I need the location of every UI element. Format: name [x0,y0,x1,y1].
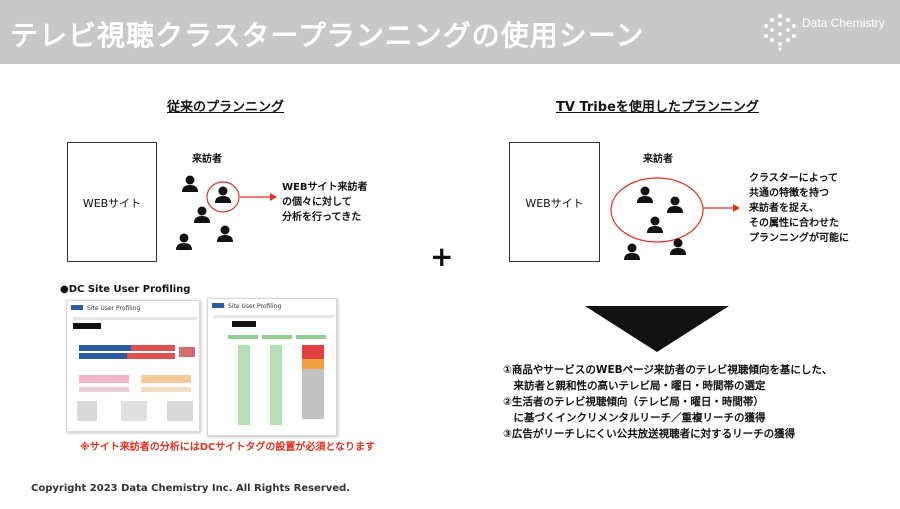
plus-sign: + [430,240,454,273]
right-note-line: クラスターによって [749,173,838,184]
page-title: テレビ視聴クラスタープランニングの使用シーン [10,19,645,52]
person-icon [637,186,653,203]
copyright-footer: Copyright 2023 Data Chemistry Inc. All R… [31,483,351,494]
left-note-line: WEBサイト来訪者 [282,182,368,193]
down-arrow-icon [585,306,729,352]
left-website-box: WEBサイト [67,142,157,262]
right-visitors-graphic [610,177,740,260]
right-note-line: その属性に合わせた [749,218,839,229]
right-note-line: プランニングが可能に [749,233,849,244]
cluster-circle [610,177,704,243]
hexagon-dots-logo-icon [764,14,796,51]
right-website-label: WEBサイト [525,197,584,210]
left-note: WEBサイト来訪者 の個々に対して 分析を行ってきた [282,180,367,225]
benefits-list: ①商品やサービスのWEBページ来訪者のテレビ視聴傾向を基にした、 来訪者と親和性… [503,362,832,442]
thumbnail-title: Site User Profiling [228,303,282,310]
thumbnail-1-graphic [71,305,197,421]
right-note-line: 共通の特徴を持つ [749,188,829,199]
person-icon [670,238,686,255]
company-logo: Data Chemistry [758,10,888,54]
left-note-line: の個々に対して [282,197,352,208]
dc-profiling-label: ●DC Site User Profiling [60,284,191,295]
person-icon [182,175,198,192]
logo-text: Data Chemistry [802,16,885,30]
right-website-box: WEBサイト [509,142,600,262]
person-icon [217,225,233,242]
person-icon [176,233,192,250]
warning-note: ※サイト来訪者の分析にはDCサイトタグの設置が必須となります [80,442,376,453]
left-visitors-graphic [176,175,277,250]
left-visitors-label: 来訪者 [192,154,222,165]
thumbnail-2-graphic [212,303,334,425]
person-icon [624,243,640,260]
right-note-line: 来訪者を捉え、 [749,203,819,214]
header-bar: テレビ視聴クラスタープランニングの使用シーン Data Chemistry [0,0,900,64]
arrow-head-icon [270,193,277,201]
left-note-line: 分析を行ってきた [282,212,362,223]
person-icon [215,186,231,203]
thumbnail-title: Site User Profiling [87,305,141,312]
right-section-title: TV Tribeを使用したプランニング [556,100,759,115]
arrow-head-icon [733,204,740,212]
left-website-label: WEBサイト [82,197,142,210]
person-icon [647,216,663,233]
benefit-item: ②生活者のテレビ視聴傾向（テレビ局・曜日・時間帯） [503,396,764,408]
profiling-thumbnail-1: Site User Profiling [66,300,200,432]
benefit-item: 来訪者と親和性の高いテレビ局・曜日・時間帯の選定 [503,380,766,392]
highlight-circle [206,181,240,213]
right-note: クラスターによって 共通の特徴を持つ 来訪者を捉え、 その属性に合わせた プラン… [749,171,849,246]
benefit-item: ③広告がリーチしにくい公共放送視聴者に対するリーチの獲得 [503,428,796,440]
person-icon [194,206,210,223]
person-icon [667,196,683,213]
benefit-item: ①商品やサービスのWEBページ来訪者のテレビ視聴傾向を基にした、 [503,364,833,376]
right-visitors-label: 来訪者 [643,154,673,165]
benefit-item: に基づくインクリメンタルリーチ／重複リーチの獲得 [503,412,766,424]
left-section-title: 従来のプランニング [167,100,285,115]
profiling-thumbnail-2: Site User Profiling [207,298,337,436]
